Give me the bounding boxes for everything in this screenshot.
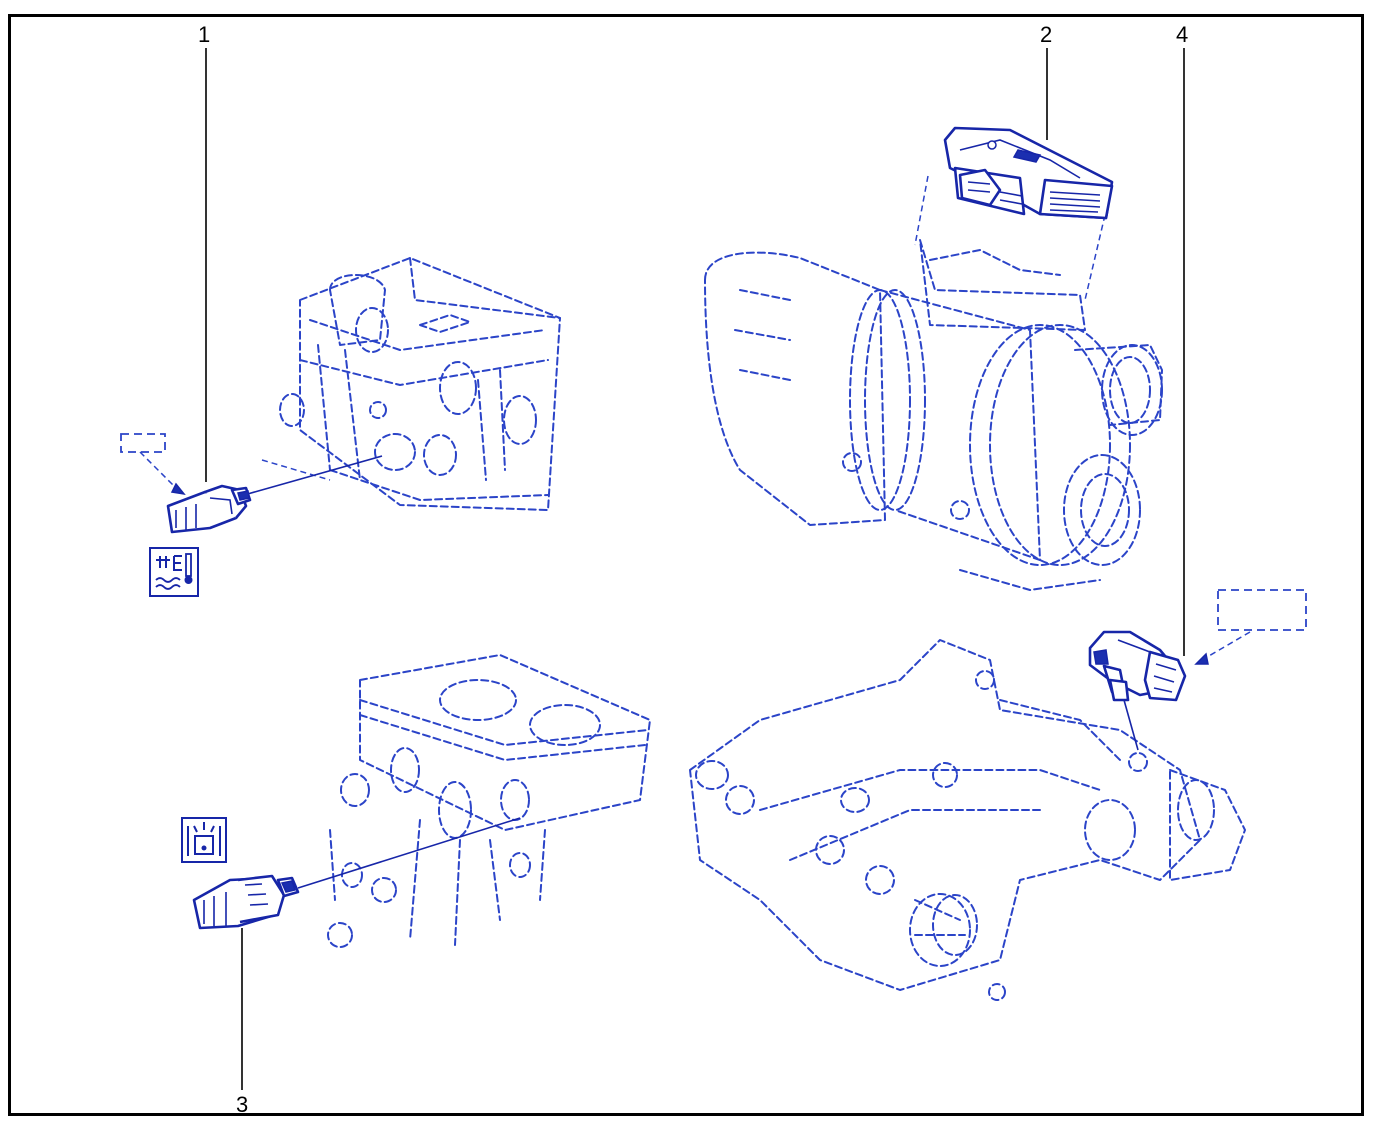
knock-sensor-icon	[181, 817, 227, 863]
cylinder-head-outline	[327, 654, 651, 948]
callout-4: 4	[1176, 22, 1188, 47]
engine-block-outline	[261, 257, 561, 511]
connector-reference-box-1	[120, 433, 186, 496]
knock-sensor[interactable]	[192, 817, 521, 930]
callout-2: 2	[1040, 22, 1052, 47]
turbocharger-outline	[704, 175, 1163, 591]
diagram-frame	[8, 14, 1364, 1116]
connector-reference-box-4	[1194, 589, 1307, 665]
boost-pressure-module[interactable]	[943, 126, 1114, 220]
coolant-temperature-icon	[149, 547, 199, 597]
exhaust-manifold-outline	[689, 639, 1246, 1001]
callout-3: 3	[236, 1092, 248, 1117]
pressure-sensor[interactable]	[1088, 630, 1187, 751]
callout-1: 1	[198, 22, 210, 47]
coolant-temperature-sensor[interactable]	[166, 455, 383, 534]
